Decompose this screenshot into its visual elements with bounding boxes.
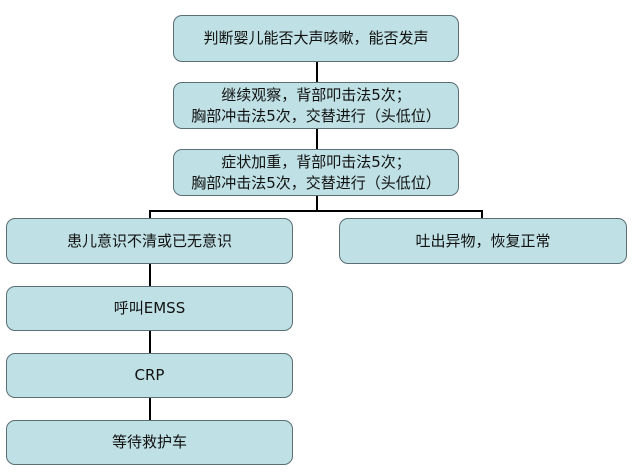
node-worsening-back-blows: 症状加重，背部叩击法5次； 胸部冲击法5次，交替进行（头低位） [173,149,459,196]
connector-n4-n6 [149,264,151,286]
node-assess-cough-text: 判断婴儿能否大声咳嗽，能否发声 [203,29,429,47]
node-observe-line-1: 继续观察，背部叩击法5次； [221,85,411,104]
node-crp: CRP [6,353,293,398]
connector-n7-n8 [149,398,151,420]
node-assess-cough: 判断婴儿能否大声咳嗽，能否发声 [173,15,459,62]
node-worsening-line-2: 胸部冲击法5次，交替进行（头低位） [191,173,441,192]
connector-n3-split [316,196,318,211]
node-observe-line-2: 胸部冲击法5次，交替进行（头低位） [191,106,441,125]
node-unconscious: 患儿意识不清或已无意识 [6,218,293,264]
node-call-emss: 呼叫EMSS [6,286,293,331]
node-wait-ambulance-text: 等待救护车 [111,433,187,451]
node-unconscious-text: 患儿意识不清或已无意识 [66,231,232,250]
connector-split-n4 [149,210,151,218]
connector-n6-n7 [149,331,151,353]
node-crp-text: CRP [134,366,165,384]
node-call-emss-text: 呼叫EMSS [113,299,186,317]
node-object-expelled: 吐出异物，恢复正常 [339,218,627,264]
node-object-expelled-text: 吐出异物，恢复正常 [415,231,551,250]
connector-split-n5 [481,210,483,218]
connector-n2-n3 [316,129,318,149]
connector-split-horizontal [149,210,483,212]
node-wait-ambulance: 等待救护车 [6,420,293,465]
node-observe-back-blows: 继续观察，背部叩击法5次； 胸部冲击法5次，交替进行（头低位） [173,82,459,129]
connector-n1-n2 [316,62,318,82]
node-worsening-line-1: 症状加重，背部叩击法5次； [221,152,411,171]
